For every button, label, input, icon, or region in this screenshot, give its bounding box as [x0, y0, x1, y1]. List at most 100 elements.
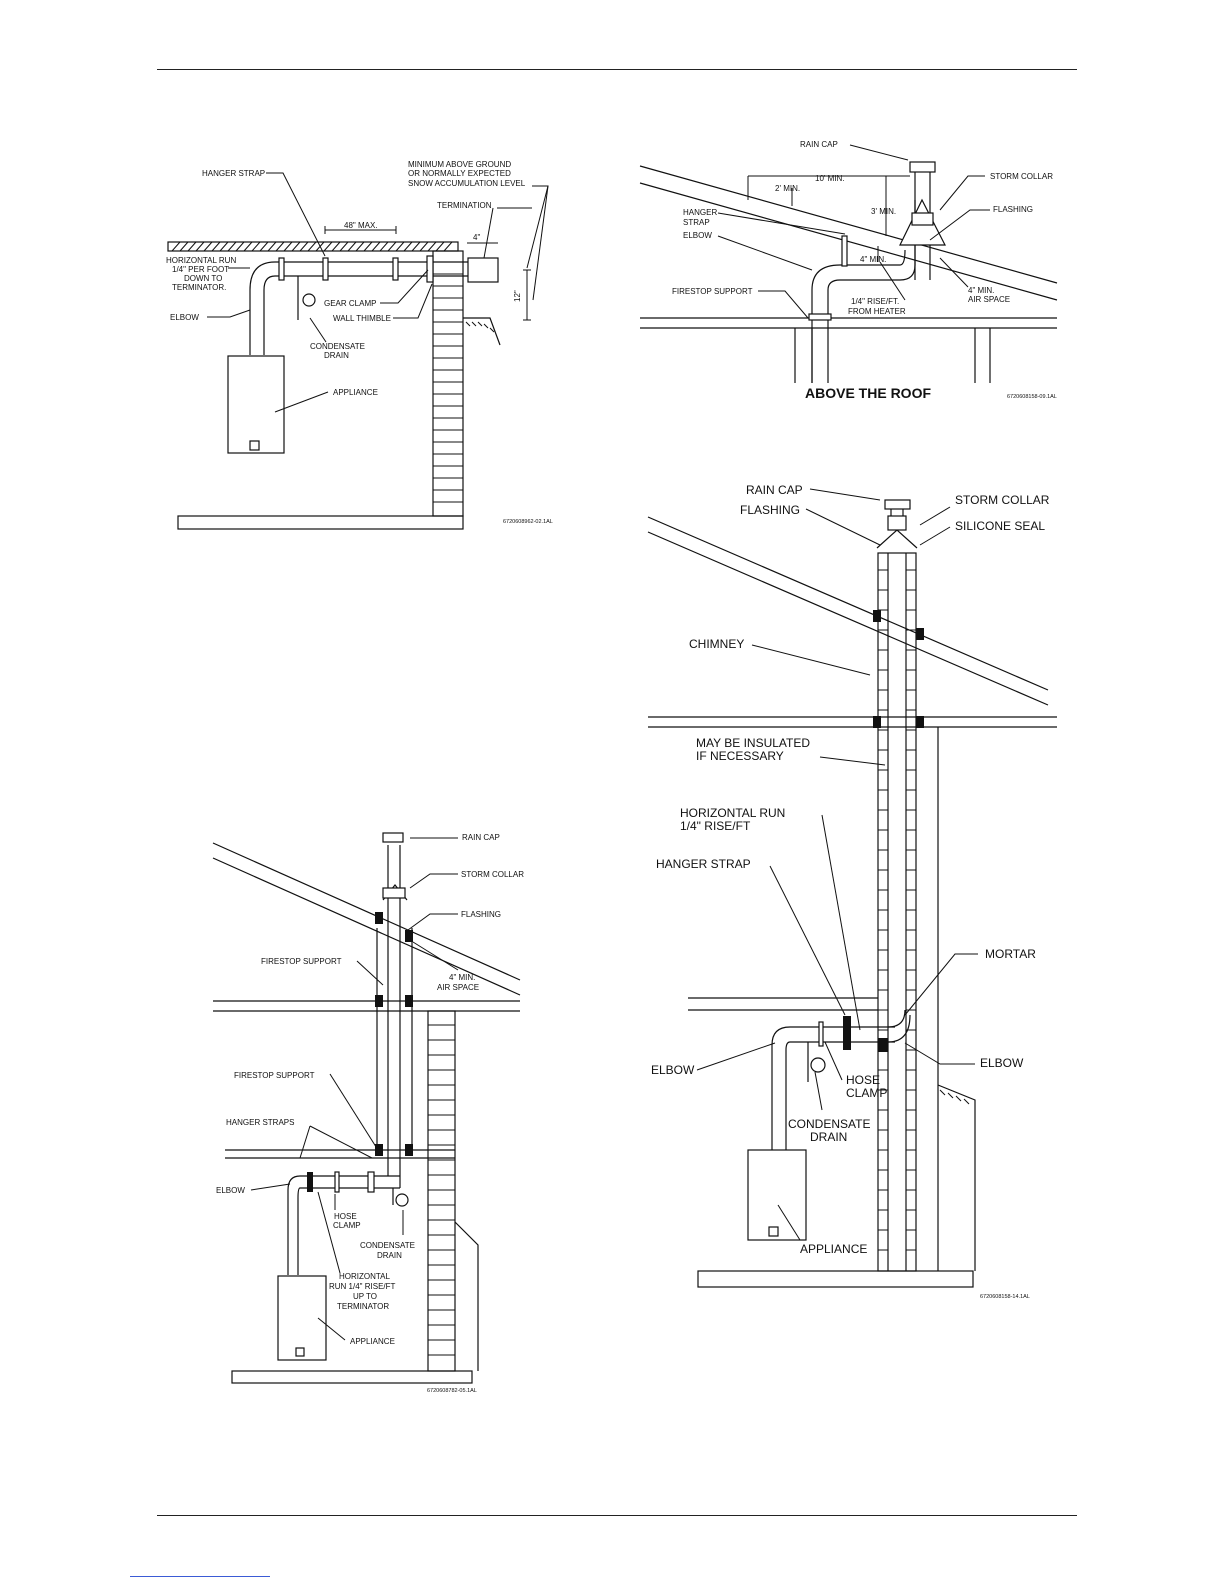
label-hanger-strap: HANGER STRAP — [202, 169, 265, 178]
label-air-space-1: 4" MIN. — [968, 286, 994, 295]
label-hanger-straps: HANGER STRAPS — [226, 1118, 294, 1127]
label-gear-clamp: GEAR CLAMP — [324, 299, 376, 308]
label-firestop-support-mid: FIRESTOP SUPPORT — [234, 1071, 315, 1080]
roof-line — [639, 165, 1058, 301]
label-storm-collar: STORM COLLAR — [990, 172, 1053, 181]
label-condensate-1: CONDENSATE — [788, 1117, 870, 1131]
label-rise-2: FROM HEATER — [848, 307, 906, 316]
appliance — [227, 355, 285, 454]
label-wall-thimble: WALL THIMBLE — [333, 314, 391, 323]
label-horiz-run-4: TERMINATOR. — [172, 283, 226, 292]
label-condensate-2: DRAIN — [810, 1130, 847, 1144]
label-horiz-run-2: 1/4" RISE/FT — [680, 819, 751, 833]
label-firestop-support: FIRESTOP SUPPORT — [672, 287, 753, 296]
elbow — [287, 1175, 301, 1275]
footer-rule — [157, 1515, 1077, 1516]
label-condensate-1: CONDENSATE — [310, 342, 365, 351]
storm-collar — [382, 887, 406, 899]
label-hose-2: CLAMP — [846, 1086, 887, 1100]
figure-code: 6720608962-02.1AL — [503, 519, 553, 525]
figure-code: 6720608782-05.1AL — [427, 1388, 477, 1394]
label-hanger-strap: HANGER STRAP — [656, 857, 751, 871]
condensate-drain-loop — [810, 1057, 826, 1073]
caption-above-the-roof: ABOVE THE ROOF — [805, 385, 931, 401]
label-firestop-support-top: FIRESTOP SUPPORT — [261, 957, 342, 966]
elbow — [811, 264, 841, 291]
label-elbow: ELBOW — [216, 1186, 245, 1195]
ceiling — [648, 716, 1057, 728]
label-condensate-1: CONDENSATE — [360, 1241, 415, 1250]
label-air-space-2: AIR SPACE — [968, 295, 1010, 304]
label-condensate-2: DRAIN — [324, 351, 349, 360]
label-dim-12: 12" — [513, 290, 522, 302]
figure-code: 6720608158-14.1AL — [980, 1294, 1030, 1300]
label-horiz-2: RUN 1/4" RISE/FT — [329, 1282, 396, 1291]
label-horiz-4: TERMINATOR — [337, 1302, 389, 1311]
label-appliance: APPLIANCE — [800, 1242, 867, 1256]
ceiling — [213, 1000, 520, 1012]
label-appliance: APPLIANCE — [333, 388, 378, 397]
label-horiz-run-1: HORIZONTAL RUN — [680, 806, 785, 820]
elbow-left — [771, 1026, 791, 1150]
floor-slab — [697, 1270, 974, 1288]
termination — [467, 257, 499, 283]
storm-collar — [911, 212, 934, 226]
label-rain-cap: RAIN CAP — [800, 140, 838, 149]
ceiling-joist — [167, 241, 459, 252]
label-10-min: 10' MIN. — [815, 174, 845, 183]
label-insulated-2: IF NECESSARY — [696, 749, 784, 763]
roof-line — [212, 842, 521, 996]
label-storm-collar: STORM COLLAR — [461, 870, 524, 879]
storm-collar — [887, 515, 907, 531]
label-flashing: FLASHING — [461, 910, 501, 919]
label-flashing: FLASHING — [740, 503, 800, 517]
label-horiz-run-2: 1/4" PER FOOT — [172, 265, 229, 274]
wall-thimble — [426, 255, 434, 283]
label-min-ground-3: SNOW ACCUMULATION LEVEL — [408, 179, 526, 188]
label-48-max: 48" MAX. — [344, 221, 378, 230]
appliance — [747, 1149, 807, 1241]
chimney — [877, 552, 917, 1272]
floor-slab — [177, 515, 464, 530]
label-elbow: ELBOW — [170, 313, 199, 322]
ceiling — [640, 317, 1057, 329]
label-insulated-1: MAY BE INSULATED — [696, 736, 810, 750]
label-hose-2: CLAMP — [333, 1221, 361, 1230]
condensate-drain-loop — [302, 293, 316, 307]
label-hanger-1: HANGER — [683, 208, 717, 217]
label-rain-cap: RAIN CAP — [746, 483, 803, 497]
elbow-right — [887, 1009, 911, 1043]
condensate-drain-loop — [395, 1193, 409, 1207]
header-rule — [157, 69, 1077, 70]
flashing — [876, 529, 918, 549]
rain-cap — [909, 161, 936, 173]
label-mortar: MORTAR — [985, 947, 1036, 961]
roof-line — [647, 516, 1049, 706]
label-air-space-2: AIR SPACE — [437, 983, 479, 992]
label-horiz-run-3: DOWN TO — [184, 274, 222, 283]
label-silicone-seal: SILICONE SEAL — [955, 519, 1045, 533]
label-dim-4: 4" — [473, 233, 480, 242]
label-min-ground-2: OR NORMALLY EXPECTED — [408, 169, 511, 178]
label-hanger-2: STRAP — [683, 218, 710, 227]
label-storm-collar: STORM COLLAR — [955, 493, 1050, 507]
label-hose-1: HOSE — [846, 1073, 880, 1087]
label-appliance: APPLIANCE — [350, 1337, 395, 1346]
label-elbow-right: ELBOW — [980, 1056, 1024, 1070]
footer-link-underline — [130, 1576, 270, 1577]
label-4-min: 4" MIN. — [860, 255, 886, 264]
label-rain-cap: RAIN CAP — [462, 833, 500, 842]
elbow — [249, 261, 276, 355]
label-flashing: FLASHING — [993, 205, 1033, 214]
label-horiz-3: UP TO — [353, 1292, 377, 1301]
rain-cap — [382, 832, 404, 843]
label-elbow-left: ELBOW — [651, 1063, 695, 1077]
label-horiz-1: HORIZONTAL — [339, 1272, 391, 1281]
label-horiz-run-1: HORIZONTAL RUN — [166, 256, 236, 265]
label-air-space-1: 4" MIN. — [449, 973, 475, 982]
label-condensate-2: DRAIN — [377, 1251, 402, 1260]
